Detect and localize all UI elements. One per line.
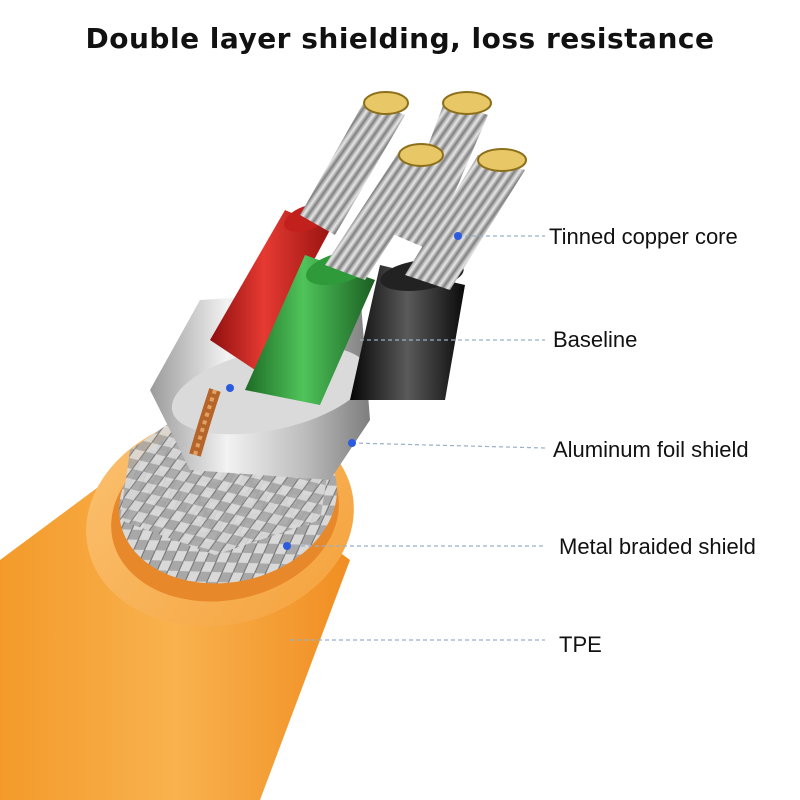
marker-dot — [226, 384, 234, 392]
marker-dots — [226, 232, 462, 550]
label-tinned-copper-core: Tinned copper core — [549, 224, 738, 249]
marker-dot — [454, 232, 462, 240]
leader-line-foil — [351, 442, 546, 449]
diagram-title: Double layer shielding, loss resistance — [85, 22, 715, 55]
label-baseline: Baseline — [553, 327, 638, 352]
label-tpe: TPE — [559, 632, 602, 657]
label-aluminum-foil-shield: Aluminum foil shield — [553, 437, 749, 462]
label-metal-braided-shield: Metal braided shield — [559, 534, 756, 559]
tinned-copper-cores — [300, 91, 527, 290]
marker-dot — [348, 439, 356, 447]
marker-dot — [283, 542, 291, 550]
leader-lines — [287, 235, 546, 641]
drain-copper-wire — [189, 388, 221, 457]
